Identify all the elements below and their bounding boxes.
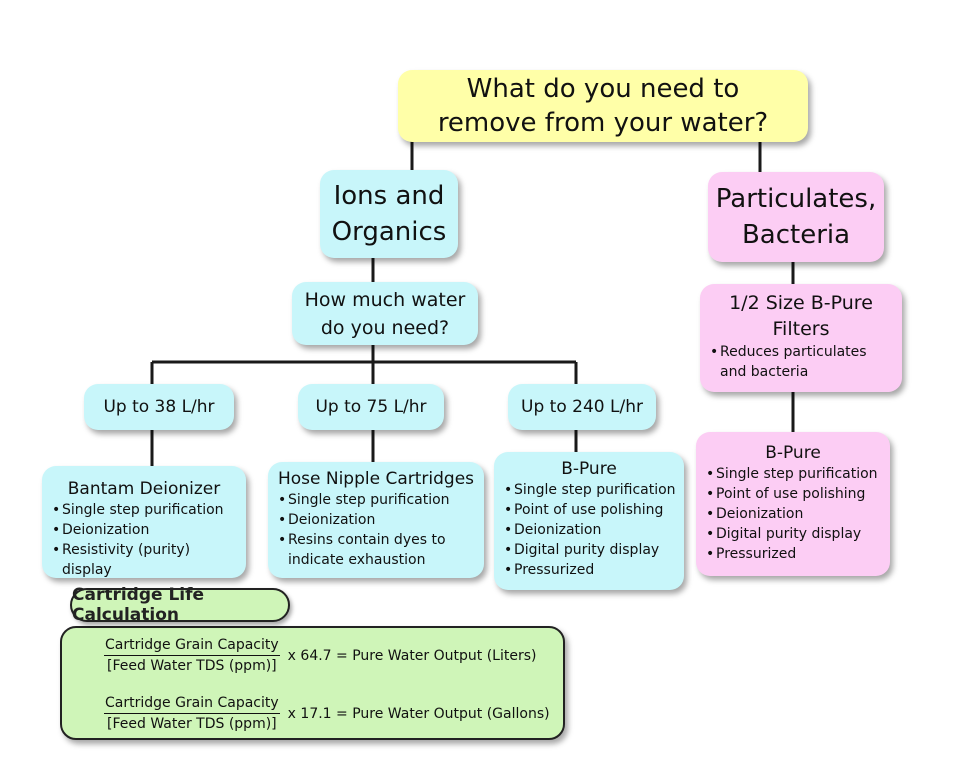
- feature-item: •Pressurized: [504, 562, 595, 578]
- formula-numerator: Cartridge Grain Capacity: [104, 636, 280, 656]
- particulates-bacteria-label: Particulates, Bacteria: [715, 184, 877, 250]
- bantam-deionizer-title: Bantam Deionizer: [67, 479, 221, 499]
- bantam-deionizer-features: •Single step purification •Deionization …: [50, 500, 238, 580]
- feature-item: •Resistivity (purity) display: [52, 542, 191, 578]
- half-size-filters-card: 1/2 Size B-Pure Filters •Reduces particu…: [700, 284, 902, 392]
- feature-item: •Deionization: [52, 522, 150, 538]
- half-size-filters-features: •Reduces particulates and bacteria: [708, 342, 894, 382]
- range-38-box: Up to 38 L/hr: [84, 384, 234, 430]
- bpure-right-card: B-Pure •Single step purification •Point …: [696, 432, 890, 576]
- bullet-icon: •: [504, 542, 513, 558]
- bullet-icon: •: [710, 344, 719, 360]
- cartridge-life-title: Cartridge Life Calculation: [70, 585, 290, 625]
- bullet-icon: •: [706, 466, 715, 482]
- formula-liters-result: x 64.7 = Pure Water Output (Liters): [287, 647, 537, 664]
- question-box: What do you need to remove from your wat…: [398, 70, 808, 142]
- formula-denominator: [Feed Water TDS (ppm)]: [107, 716, 277, 732]
- range-38-label: Up to 38 L/hr: [103, 397, 215, 417]
- formula-liters-fraction: Cartridge Grain Capacity [Feed Water TDS…: [104, 636, 280, 675]
- hose-nipple-card: Hose Nipple Cartridges •Single step puri…: [268, 462, 484, 578]
- feature-item: •Single step purification: [52, 502, 224, 518]
- formula-gallons-result: x 17.1 = Pure Water Output (Gallons): [287, 705, 550, 722]
- how-much-water-box: How much water do you need?: [292, 282, 478, 345]
- feature-item: •Point of use polishing: [706, 486, 866, 502]
- ions-organics-box: Ions and Organics: [320, 170, 458, 258]
- hose-nipple-features: •Single step purification •Deionization …: [276, 490, 476, 570]
- bullet-icon: •: [504, 522, 513, 538]
- formula-gallons-fraction: Cartridge Grain Capacity [Feed Water TDS…: [104, 694, 280, 733]
- cartridge-life-formula-box: Cartridge Grain Capacity [Feed Water TDS…: [60, 626, 565, 740]
- half-size-filters-title: 1/2 Size B-Pure Filters: [729, 292, 873, 340]
- formula-liters: Cartridge Grain Capacity [Feed Water TDS…: [104, 636, 536, 675]
- bullet-icon: •: [278, 492, 287, 508]
- feature-item: •Single step purification: [278, 492, 450, 508]
- feature-item: •Digital purity display: [504, 542, 660, 558]
- bullet-icon: •: [504, 502, 513, 518]
- bullet-icon: •: [706, 486, 715, 502]
- bullet-icon: •: [278, 512, 287, 528]
- feature-item: •Deionization: [706, 506, 804, 522]
- bpure-right-features: •Single step purification •Point of use …: [704, 464, 882, 564]
- formula-numerator: Cartridge Grain Capacity: [104, 694, 280, 714]
- bullet-icon: •: [52, 542, 61, 558]
- bullet-icon: •: [278, 532, 287, 548]
- bpure-right-title: B-Pure: [765, 443, 821, 463]
- ions-organics-label: Ions and Organics: [331, 181, 447, 247]
- bpure-features: •Single step purification •Point of use …: [502, 480, 676, 580]
- bpure-title: B-Pure: [561, 459, 617, 479]
- feature-item: •Single step purification: [706, 466, 878, 482]
- how-much-water-label: How much water do you need?: [304, 288, 466, 339]
- bullet-icon: •: [52, 522, 61, 538]
- formula-gallons: Cartridge Grain Capacity [Feed Water TDS…: [104, 694, 550, 733]
- bpure-card: B-Pure •Single step purification •Point …: [494, 452, 684, 590]
- bantam-deionizer-card: Bantam Deionizer •Single step purificati…: [42, 466, 246, 578]
- range-75-label: Up to 75 L/hr: [315, 397, 427, 417]
- bullet-icon: •: [706, 526, 715, 542]
- feature-item: •Digital purity display: [706, 526, 862, 542]
- range-75-box: Up to 75 L/hr: [298, 384, 444, 430]
- bullet-icon: •: [504, 562, 513, 578]
- bullet-icon: •: [504, 482, 513, 498]
- feature-item: •Point of use polishing: [504, 502, 664, 518]
- hose-nipple-title: Hose Nipple Cartridges: [277, 469, 475, 489]
- feature-item: •Pressurized: [706, 546, 797, 562]
- feature-item: •Reduces particulates and bacteria: [710, 344, 867, 380]
- feature-item: •Deionization: [504, 522, 602, 538]
- question-text: What do you need to remove from your wat…: [437, 74, 769, 138]
- bullet-icon: •: [52, 502, 61, 518]
- bullet-icon: •: [706, 506, 715, 522]
- range-240-box: Up to 240 L/hr: [508, 384, 656, 430]
- feature-item: •Resins contain dyes to indicate exhaust…: [278, 532, 446, 568]
- range-240-label: Up to 240 L/hr: [521, 397, 643, 417]
- feature-item: •Deionization: [278, 512, 376, 528]
- feature-item: •Single step purification: [504, 482, 676, 498]
- particulates-bacteria-box: Particulates, Bacteria: [708, 172, 884, 262]
- formula-denominator: [Feed Water TDS (ppm)]: [107, 658, 277, 674]
- bullet-icon: •: [706, 546, 715, 562]
